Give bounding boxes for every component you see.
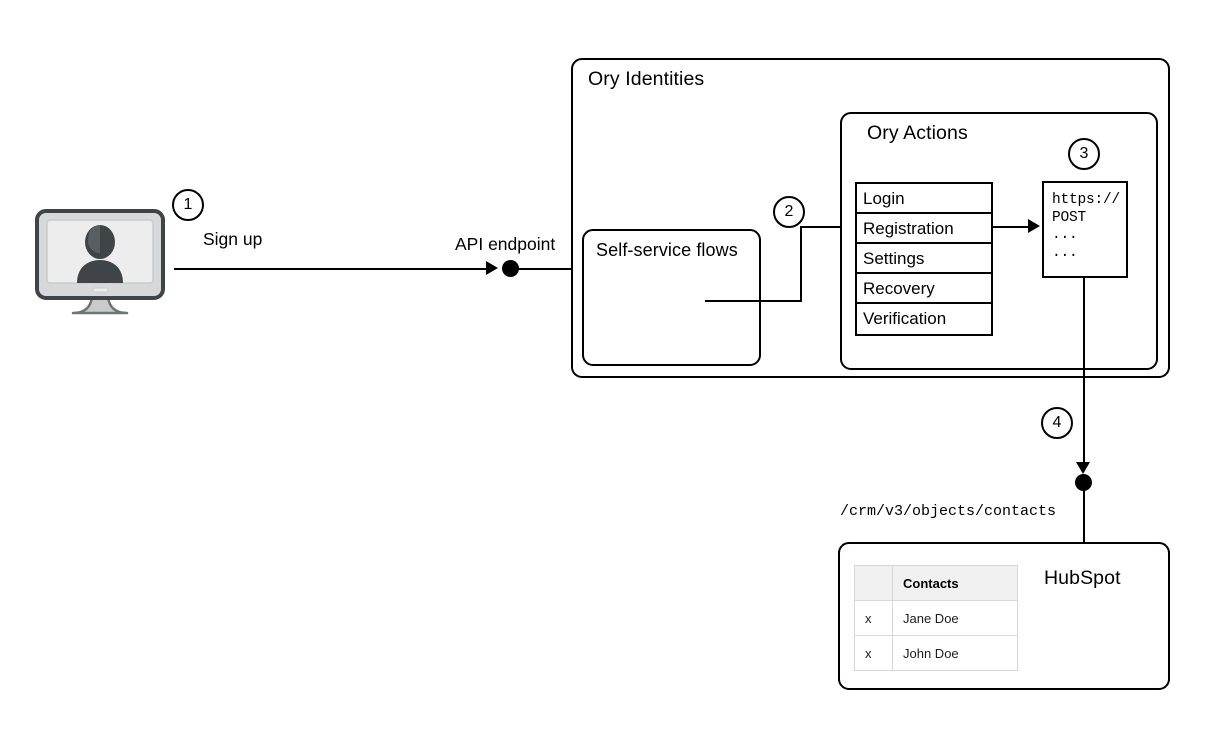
self-service-flows-title: Self-service flows xyxy=(596,240,738,260)
ory-actions-title: Ory Actions xyxy=(867,122,968,144)
table-cell-name: Jane Doe xyxy=(892,600,1018,636)
table-cell-mark: x xyxy=(854,635,893,671)
webhook-line-ellipsis-1: ... xyxy=(1052,227,1078,243)
webhook-to-hubspot-line xyxy=(1083,278,1085,468)
step-marker-4: 4 xyxy=(1041,407,1073,439)
selfservice-to-registration-h1 xyxy=(705,300,802,302)
step-marker-3: 3 xyxy=(1068,138,1100,170)
flow-item-registration[interactable]: Registration xyxy=(857,214,991,244)
webhook-line-ellipsis-2: ... xyxy=(1052,244,1078,261)
table-cell-name: John Doe xyxy=(892,635,1018,671)
api-endpoint-dot xyxy=(502,260,519,277)
flow-item-verification[interactable]: Verification xyxy=(863,309,947,328)
webhook-arrowhead-icon xyxy=(1028,219,1040,233)
flow-item-settings[interactable]: Settings xyxy=(857,244,991,274)
hubspot-endpoint-dot xyxy=(1075,474,1092,491)
ory-identities-title: Ory Identities xyxy=(588,68,705,90)
signup-arrowhead-icon xyxy=(486,261,498,275)
flow-item-login[interactable]: Login xyxy=(857,184,991,214)
selfservice-to-registration-v xyxy=(800,226,802,302)
hubspot-endpoint-path-label: /crm/v3/objects/contacts xyxy=(840,503,1057,520)
table-row[interactable]: x Jane Doe xyxy=(854,600,1018,636)
self-service-flows-box xyxy=(582,229,761,366)
step-marker-1: 1 xyxy=(172,189,204,221)
table-row[interactable]: x John Doe xyxy=(854,635,1018,671)
self-service-flow-list: Login Registration Settings Recovery Ver… xyxy=(855,182,993,336)
registration-to-webhook-line xyxy=(993,226,1028,228)
selfservice-to-registration-h2 xyxy=(800,226,845,228)
table-header-row: Contacts xyxy=(854,565,1018,601)
desktop-user-monitor-icon xyxy=(35,209,165,321)
signup-connector-line xyxy=(174,268,486,270)
contacts-table: Contacts x Jane Doe x John Doe xyxy=(854,565,1018,671)
hubspot-arrowhead-icon xyxy=(1076,462,1090,474)
table-cell-mark: x xyxy=(854,600,893,636)
webhook-line-url: https:// xyxy=(1052,192,1121,208)
hubspot-title: HubSpot xyxy=(1044,567,1121,589)
flow-item-recovery[interactable]: Recovery xyxy=(857,274,991,304)
webhook-line-method: POST xyxy=(1052,209,1087,226)
hubspot-endpoint-connector-line xyxy=(1083,489,1085,544)
webhook-request-box: https:// POST ... ... xyxy=(1042,181,1128,278)
table-header-contacts: Contacts xyxy=(892,565,1018,601)
table-header-mark xyxy=(854,565,893,601)
sign-up-label: Sign up xyxy=(203,229,263,249)
api-endpoint-connector-line xyxy=(517,268,573,270)
step-marker-2: 2 xyxy=(773,196,805,228)
api-endpoint-label: API endpoint xyxy=(455,234,556,254)
